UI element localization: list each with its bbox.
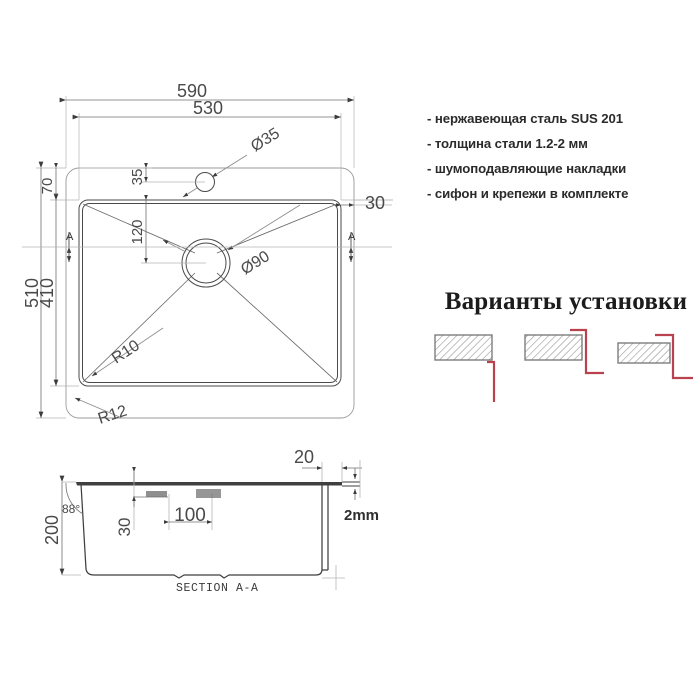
dim-label-510: 510 (22, 278, 42, 308)
dim-label-30: 30 (365, 193, 385, 213)
dim-label-530: 530 (193, 98, 223, 118)
install-variant-topmount (617, 333, 693, 380)
dim-section-depth (59, 475, 81, 576)
spec-item: - толщина стали 1.2-2 мм (427, 136, 588, 151)
spec-item: - сифон и крепежи в комплекте (427, 186, 629, 201)
dim-label-590: 590 (177, 81, 207, 101)
dim-label-120: 120 (129, 219, 146, 244)
section-drain-symbols (146, 489, 221, 498)
dim-bottom-thickness (322, 565, 345, 590)
dim-label-drain-dia: Ø90 (238, 248, 273, 278)
spec-item: - нержавеющая сталь SUS 201 (427, 111, 623, 126)
dim-rim-width (302, 460, 362, 498)
leader-outer-radius (74, 397, 123, 419)
dim-label-20: 20 (294, 447, 314, 467)
dim-label-200: 200 (42, 515, 62, 545)
dim-label-88deg: 88° (62, 502, 80, 516)
leader-inner-radius (91, 327, 164, 377)
section-view-title: SECTION A-A (176, 582, 259, 595)
spec-item: - шумоподавляющие накладки (427, 161, 627, 176)
leader-faucet-dia (182, 154, 248, 198)
install-variant-undermount (434, 334, 496, 402)
install-variants-heading: Варианты установки (444, 288, 688, 315)
dim-label-410: 410 (37, 278, 57, 308)
section-rim-right (342, 481, 360, 487)
sink-outer-rim (65, 167, 355, 419)
dim-label-35: 35 (129, 169, 146, 186)
section-marker-label-right: A (348, 231, 356, 243)
dim-wall-angle (65, 482, 84, 515)
dim-label-70: 70 (39, 178, 56, 195)
leader-drain-dia (162, 204, 301, 253)
dim-label-faucet-dia: Ø35 (248, 125, 283, 155)
dim-label-2mm: 2mm (344, 507, 380, 524)
section-marker-label-left: A (66, 231, 74, 243)
dim-label-r10: R10 (109, 337, 143, 367)
section-basin-profile (76, 482, 342, 579)
install-variant-flush (524, 328, 604, 375)
section-top-details (132, 466, 213, 530)
dim-label-r12: R12 (96, 403, 129, 428)
dim-label-sec-30: 30 (115, 518, 134, 537)
plan-extension-lines (36, 96, 393, 419)
specification-list: - нержавеющая сталь SUS 201 - толщина ст… (427, 106, 699, 206)
dim-label-100: 100 (174, 505, 206, 526)
sink-inner-bowl (78, 199, 342, 387)
